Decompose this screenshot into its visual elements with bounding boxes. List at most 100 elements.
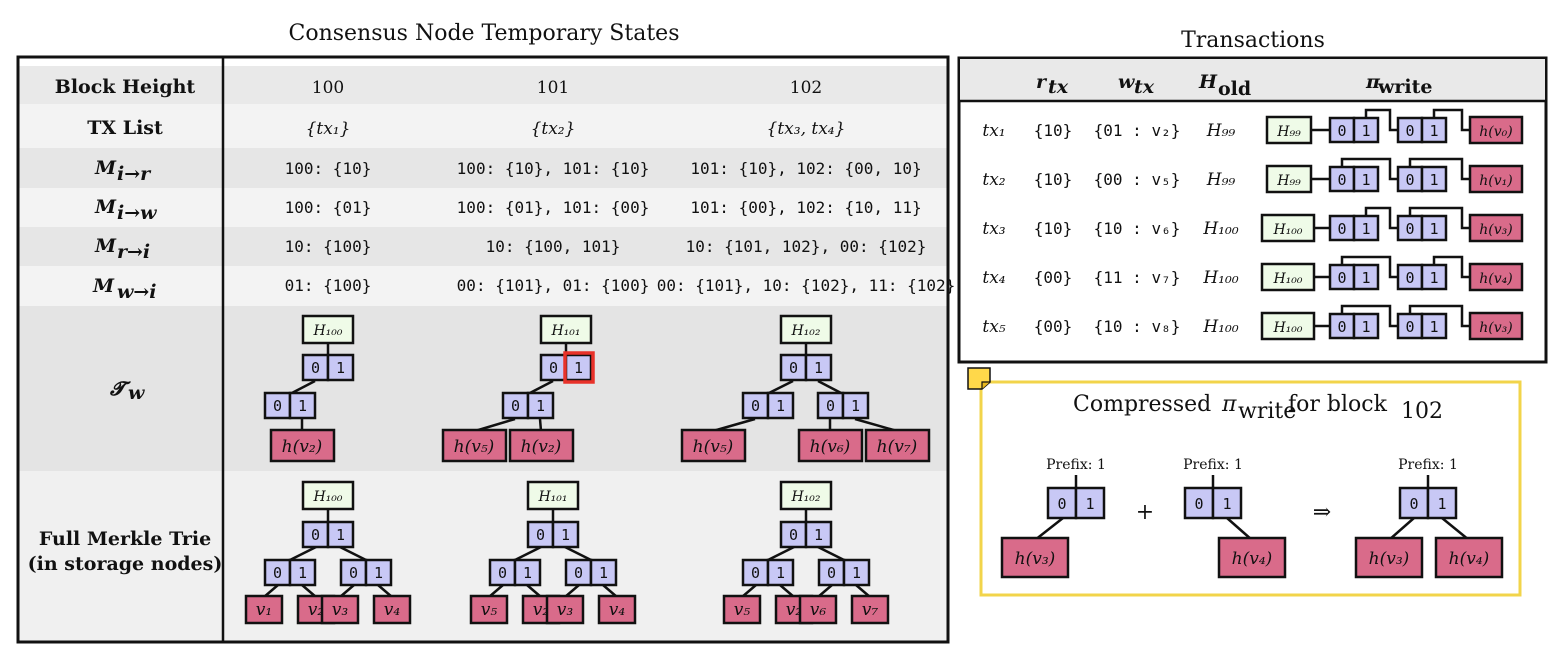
proof-edge xyxy=(1364,206,1398,230)
bit-0: 0 xyxy=(511,397,520,415)
bit-0: 0 xyxy=(1337,318,1346,336)
row-bg-txlist xyxy=(19,104,948,148)
leaf-node xyxy=(244,594,284,625)
cell-m-ir: 100: {10} xyxy=(285,159,372,178)
leaf-node xyxy=(680,428,747,463)
bit-1: 1 xyxy=(1361,171,1370,189)
tx-write-set: {10 : v₈} xyxy=(1094,317,1181,336)
leaf-label: h(v₂) xyxy=(282,437,323,457)
root-hash-node xyxy=(301,314,355,345)
leaf-label: h(v₃) xyxy=(1369,549,1410,569)
tx-read-set: {10} xyxy=(1034,121,1073,140)
bit-cell xyxy=(1352,116,1380,144)
proof-root-node xyxy=(1260,311,1316,341)
plus-sign: + xyxy=(1136,500,1154,525)
prefix-label: Prefix: 1 xyxy=(1183,457,1243,473)
root-hash-label: H₁₀₀ xyxy=(312,323,342,339)
bit-cell xyxy=(1352,312,1380,340)
bit-1: 1 xyxy=(336,526,345,544)
proof-leaf-label: h(v₁) xyxy=(1479,173,1512,189)
bit-0: 0 xyxy=(536,526,545,544)
leaf-node xyxy=(1354,536,1424,579)
tx-id: tx₅ xyxy=(982,317,1005,337)
branch-node: 0 1 xyxy=(1046,486,1106,520)
leaf-node xyxy=(798,594,838,625)
compressed-title-pi: π xyxy=(1221,392,1237,417)
bit-1: 1 xyxy=(1429,269,1438,287)
hdr-h-base: H xyxy=(1198,71,1218,93)
trie-edge xyxy=(767,545,795,562)
cell-txlist: {tx₃, tx₄} xyxy=(767,119,846,139)
proof-leaf-node xyxy=(1468,311,1524,341)
root-hash-node xyxy=(539,314,593,345)
leaf-node xyxy=(850,594,890,625)
trie-edge xyxy=(564,545,592,562)
tx-old-root: H₁₀₀ xyxy=(1202,219,1238,239)
bit-1: 1 xyxy=(1361,122,1370,140)
bit-0: 0 xyxy=(574,564,583,582)
leaf-label: h(v₅) xyxy=(454,437,495,457)
bit-0: 0 xyxy=(549,359,558,377)
bit-cell xyxy=(1328,214,1356,242)
bit-0: 0 xyxy=(827,564,836,582)
root-hash-node xyxy=(301,480,355,511)
bit-1: 1 xyxy=(1361,220,1370,238)
hdr-w-sub: tx xyxy=(1134,76,1155,98)
bit-1: 1 xyxy=(1222,495,1231,513)
bit-1: 1 xyxy=(298,564,307,582)
proof-edge xyxy=(1432,108,1470,132)
cell-m-ir: 101: {10}, 102: {00, 10} xyxy=(690,159,921,178)
root-hash-node xyxy=(526,480,580,511)
bit-0: 0 xyxy=(789,526,798,544)
bit-0: 0 xyxy=(1194,495,1203,513)
root-hash-label: H₁₀₂ xyxy=(790,489,820,505)
bit-0: 0 xyxy=(751,564,760,582)
bit-0: 0 xyxy=(1405,171,1414,189)
compressed-title-mid: for block xyxy=(1288,392,1388,417)
leaf-node xyxy=(269,428,336,463)
proof-root-label: H₉₉ xyxy=(1276,173,1301,189)
cell-txlist: {tx₁} xyxy=(306,119,351,139)
cell-m-ri: 10: {101, 102}, 00: {102} xyxy=(686,237,927,256)
proof-edge xyxy=(1340,157,1398,181)
proof-root-label: H₁₀₀ xyxy=(1272,271,1302,287)
bit-cell xyxy=(1328,263,1356,291)
col-header-h: H old xyxy=(1198,71,1251,100)
proof-leaf-node xyxy=(1468,164,1524,194)
hdr-m-ri-base: M xyxy=(94,235,117,257)
branch-node: 0 1 xyxy=(816,391,870,420)
trie-edge xyxy=(339,545,367,562)
leaf-node xyxy=(797,428,864,463)
cell-m-ir: 100: {10}, 101: {10} xyxy=(457,159,650,178)
proof-edge xyxy=(1340,304,1398,328)
bit-cell xyxy=(526,520,555,549)
compressed-tree-a: Prefix: 1 0 1 h(v₃) xyxy=(1000,457,1106,579)
leaf-node xyxy=(372,594,412,625)
bit-1: 1 xyxy=(1429,220,1438,238)
proof-edge xyxy=(1408,206,1470,230)
tx-read-set: {10} xyxy=(1034,219,1073,238)
proof-root-label: H₁₀₀ xyxy=(1272,320,1302,336)
leaf-label: v₂ xyxy=(533,600,550,620)
leaf-label: h(v₆) xyxy=(810,437,851,457)
leaf-label: v₇ xyxy=(862,600,879,620)
tw-tree-101: H₁₀₁ 0 1 0 1 h(v₅) h(v₂) xyxy=(441,314,595,463)
bit-1: 1 xyxy=(374,564,383,582)
bit-0: 0 xyxy=(349,564,358,582)
proof-leaf-label: h(v₀) xyxy=(1479,124,1512,140)
bit-1: 1 xyxy=(536,397,545,415)
bit-1: 1 xyxy=(1085,495,1094,513)
bit-0: 0 xyxy=(1337,269,1346,287)
col-header-pi: π write xyxy=(1365,71,1432,98)
root-hash-node xyxy=(779,480,833,511)
proof-root-label: H₁₀₀ xyxy=(1272,222,1302,238)
proof-root-label: H₉₉ xyxy=(1276,124,1301,140)
proof-leaf-node xyxy=(1468,115,1524,145)
